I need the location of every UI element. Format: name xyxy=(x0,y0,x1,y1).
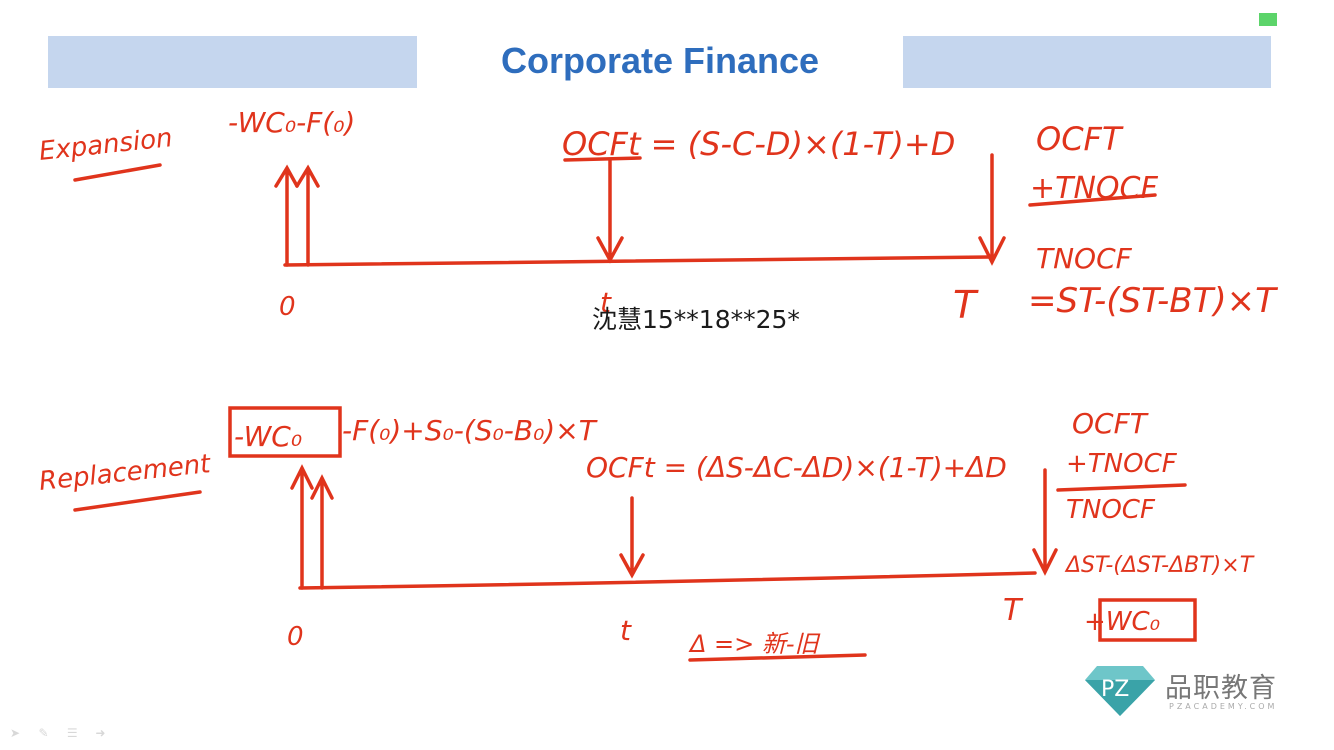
menu-icon[interactable]: ☰ xyxy=(66,726,78,740)
logo-mark: PZ xyxy=(1101,677,1129,702)
replacement-timeline xyxy=(298,571,1037,590)
replacement-terminal-wc-box xyxy=(1098,598,1197,642)
expansion-label: Expansion xyxy=(38,123,174,167)
expansion-label-underline xyxy=(73,163,162,182)
expansion-tick-t: t xyxy=(600,286,612,319)
logo-subtext: PZACADEMY.COM xyxy=(1169,702,1278,711)
viewer-watermark: 沈慧15**18**25* xyxy=(592,305,800,334)
expansion-terminal-tnocf: +TNOCF xyxy=(1030,171,1158,206)
expansion-tick-T: T xyxy=(953,283,979,327)
expansion-tnocf-underline xyxy=(1028,193,1157,207)
annotation-toolbar: ➤ ✎ ☰ ➜ xyxy=(10,724,119,740)
replacement-tick-T: T xyxy=(1003,593,1024,628)
pen-icon[interactable]: ✎ xyxy=(38,726,49,740)
logo-gem-icon: PZ xyxy=(1085,666,1155,716)
replacement-arrow-up-2 xyxy=(310,474,334,590)
replacement-t0-boxed: -WC₀ xyxy=(234,420,302,453)
expansion-tnocf-label: TNOCF xyxy=(1036,242,1133,275)
replacement-divider xyxy=(1056,483,1187,492)
replacement-arrow-down-T xyxy=(1032,468,1058,576)
replacement-t0-cash: -F(₀)+S₀-(S₀-B₀)×T xyxy=(342,414,598,447)
expansion-arrow-up-1 xyxy=(274,164,299,267)
pointer-icon[interactable]: ➤ xyxy=(10,726,21,740)
header-band-right xyxy=(903,36,1271,88)
expansion-arrow-down-T xyxy=(978,153,1006,266)
replacement-terminal-wc: +WC₀ xyxy=(1084,607,1161,637)
expansion-t0-cash: -WC₀-F(₀) xyxy=(228,106,355,139)
replacement-tick-0: 0 xyxy=(287,622,304,652)
replacement-wc-box xyxy=(228,406,342,458)
expansion-ocf-underline xyxy=(563,156,642,162)
replacement-terminal-ocf: OCFT xyxy=(1072,407,1149,440)
expansion-ocf-formula: OCFt = (S-C-D)×(1-T)+D xyxy=(562,125,955,163)
replacement-terminal-tnocf: +TNOCF xyxy=(1066,449,1178,479)
expansion-arrow-up-2 xyxy=(295,164,320,267)
expansion-tick-0: 0 xyxy=(279,292,296,322)
replacement-delta-note: Δ => 新-旧 xyxy=(688,630,821,658)
expansion-tnocf-formula: =ST-(ST-BT)×T xyxy=(1028,281,1278,321)
logo: PZ xyxy=(1085,666,1155,716)
replacement-label-underline xyxy=(73,490,202,512)
replacement-tnocf-label: TNOCF xyxy=(1066,495,1156,525)
expansion-arrow-down-t xyxy=(596,158,624,264)
replacement-tnocf-formula: ΔST-(ΔST-ΔBT)×T xyxy=(1064,553,1255,578)
status-indicator xyxy=(1259,13,1277,26)
header-band-left xyxy=(48,36,417,88)
replacement-tick-t: t xyxy=(620,614,632,647)
replacement-arrow-down-t xyxy=(619,496,645,579)
expansion-terminal-ocf: OCFT xyxy=(1036,120,1124,158)
slide-title: Corporate Finance xyxy=(500,40,820,81)
replacement-arrow-up-1 xyxy=(290,464,314,590)
replacement-ocf-formula: OCFt = (ΔS-ΔC-ΔD)×(1-T)+ΔD xyxy=(586,451,1007,484)
forward-icon[interactable]: ➜ xyxy=(95,726,106,740)
logo-text: 品职教育 xyxy=(1165,673,1277,704)
replacement-label: Replacement xyxy=(38,449,213,497)
expansion-timeline xyxy=(283,255,992,267)
delta-note-underline xyxy=(688,653,867,662)
